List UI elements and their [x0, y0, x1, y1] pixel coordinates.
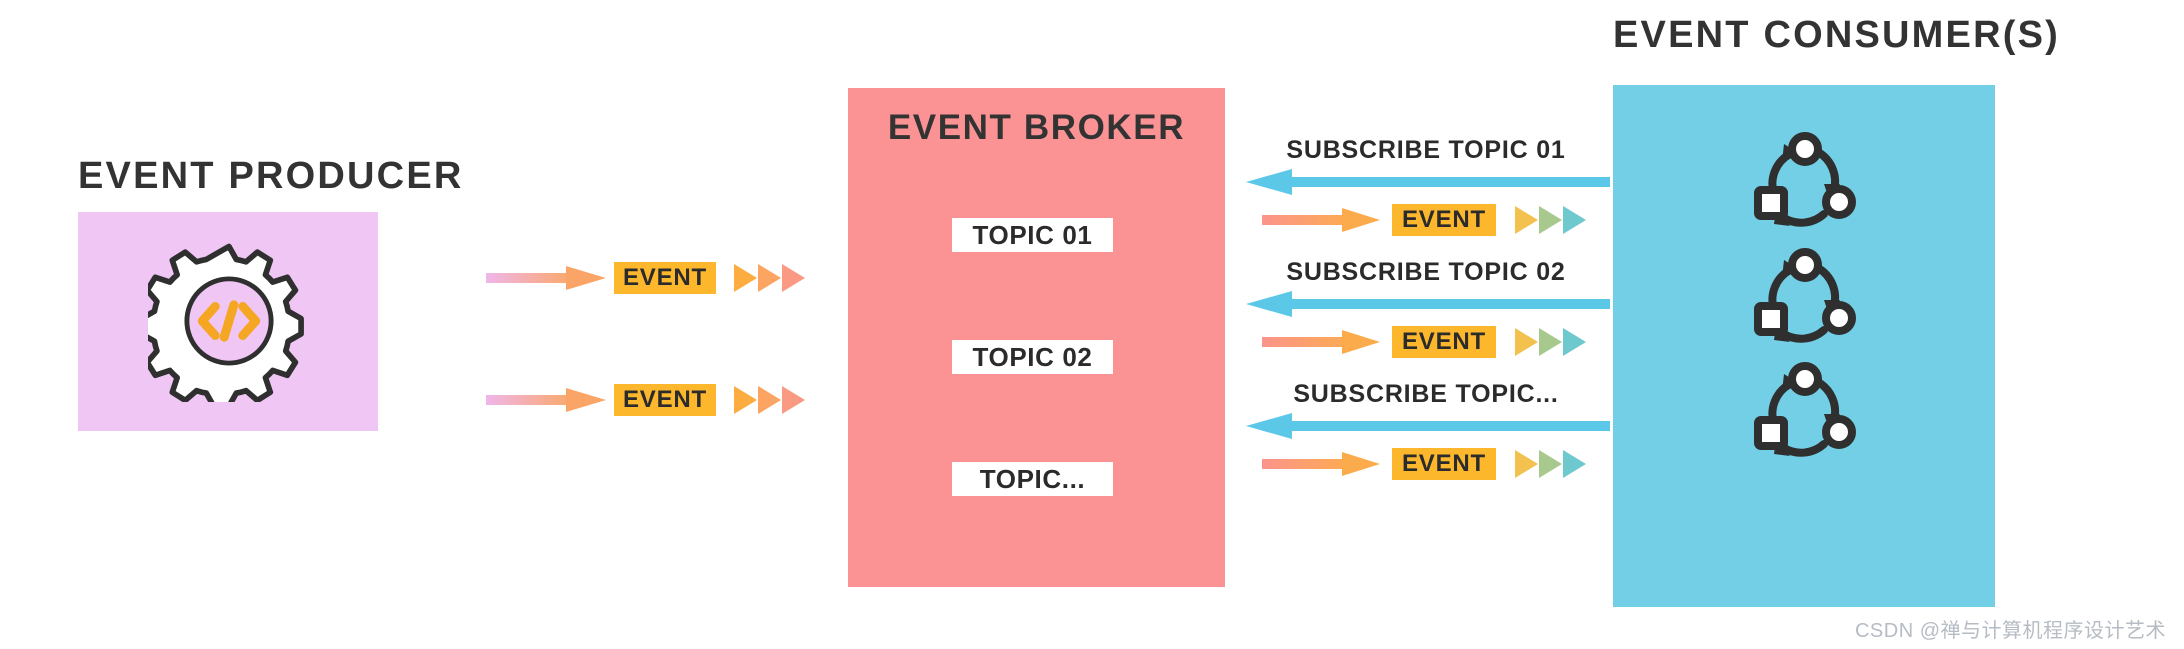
producer-chevrons-icon [734, 386, 805, 414]
gear-code-icon [148, 243, 304, 402]
consumer-event-arrow-icon [1262, 208, 1380, 232]
consumer-flow-row: SUBSCRIBE TOPIC 01 EVENT [1240, 136, 1620, 246]
subscribe-arrow-icon [1246, 169, 1610, 195]
consumer-panel [1613, 85, 1995, 607]
circular-process-icon [1754, 248, 1856, 343]
watermark: CSDN @禅与计算机程序设计艺术 [1854, 620, 2166, 642]
broker-title: EVENT BROKER [887, 108, 1186, 147]
consumer-event-chip: EVENT [1392, 326, 1496, 358]
topic-chip[interactable]: TOPIC... [952, 462, 1113, 496]
consumer-title: EVENT CONSUMER(S) [1613, 14, 2060, 56]
topic-chip[interactable]: TOPIC 02 [952, 340, 1113, 374]
circular-process-icon [1754, 132, 1856, 227]
subscribe-label: SUBSCRIBE TOPIC 02 [1286, 258, 1566, 286]
producer-chevrons-icon [734, 264, 805, 292]
consumer-event-arrow-icon [1262, 452, 1380, 476]
subscribe-arrow-icon [1246, 291, 1610, 317]
producer-title: EVENT PRODUCER [78, 155, 464, 197]
consumer-event-chip: EVENT [1392, 448, 1496, 480]
producer-arrow-icon [486, 388, 606, 412]
subscribe-label: SUBSCRIBE TOPIC 01 [1286, 136, 1566, 164]
broker-panel [848, 88, 1225, 587]
consumer-chevrons-icon [1515, 328, 1586, 356]
producer-event-chip: EVENT [614, 262, 716, 294]
circular-process-icon [1754, 362, 1856, 457]
consumer-chevrons-icon [1515, 206, 1586, 234]
topic-chip[interactable]: TOPIC 01 [952, 218, 1113, 252]
consumer-event-arrow-icon [1262, 330, 1380, 354]
consumer-chevrons-icon [1515, 450, 1586, 478]
subscribe-label: SUBSCRIBE TOPIC... [1293, 380, 1559, 408]
consumer-flow-row: SUBSCRIBE TOPIC... EVENT [1240, 380, 1620, 490]
producer-arrow-icon [486, 266, 606, 290]
consumer-event-chip: EVENT [1392, 204, 1496, 236]
consumer-flow-row: SUBSCRIBE TOPIC 02 EVENT [1240, 258, 1620, 368]
producer-event-chip: EVENT [614, 384, 716, 416]
subscribe-arrow-icon [1246, 413, 1610, 439]
